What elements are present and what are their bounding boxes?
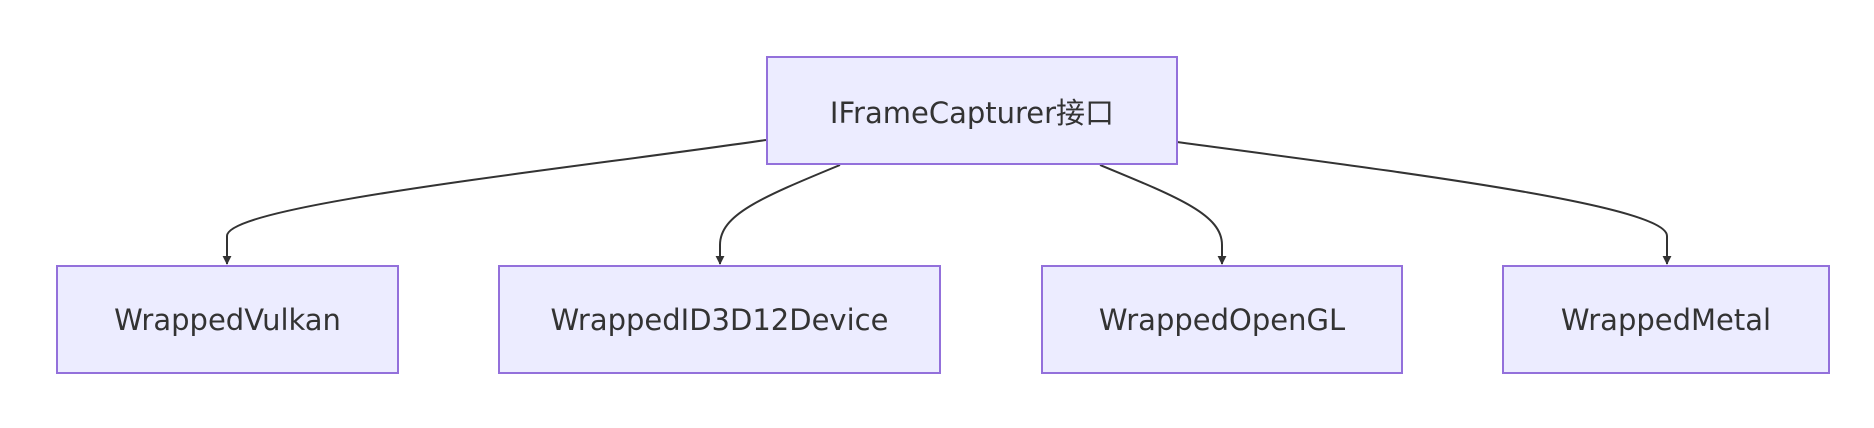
edge-root-to-opengl	[1099, 164, 1227, 265]
edge-root-to-d3d12	[715, 164, 841, 265]
edge-root-to-vulkan	[222, 139, 767, 265]
child-node-label: WrappedID3D12Device	[550, 302, 889, 337]
edge-root-to-metal	[1176, 141, 1672, 265]
root-node-label: IFrameCapturer接口	[829, 95, 1115, 130]
child-node-wrapped-id3d12device: WrappedID3D12Device	[498, 265, 941, 374]
child-node-label: WrappedMetal	[1560, 302, 1772, 337]
child-node-label: WrappedVulkan	[114, 302, 341, 337]
child-node-wrapped-metal: WrappedMetal	[1502, 265, 1830, 374]
root-node-iframecapturer: IFrameCapturer接口	[766, 56, 1178, 165]
child-node-wrapped-opengl: WrappedOpenGL	[1041, 265, 1403, 374]
child-node-label: WrappedOpenGL	[1098, 302, 1346, 337]
child-node-wrapped-vulkan: WrappedVulkan	[56, 265, 399, 374]
